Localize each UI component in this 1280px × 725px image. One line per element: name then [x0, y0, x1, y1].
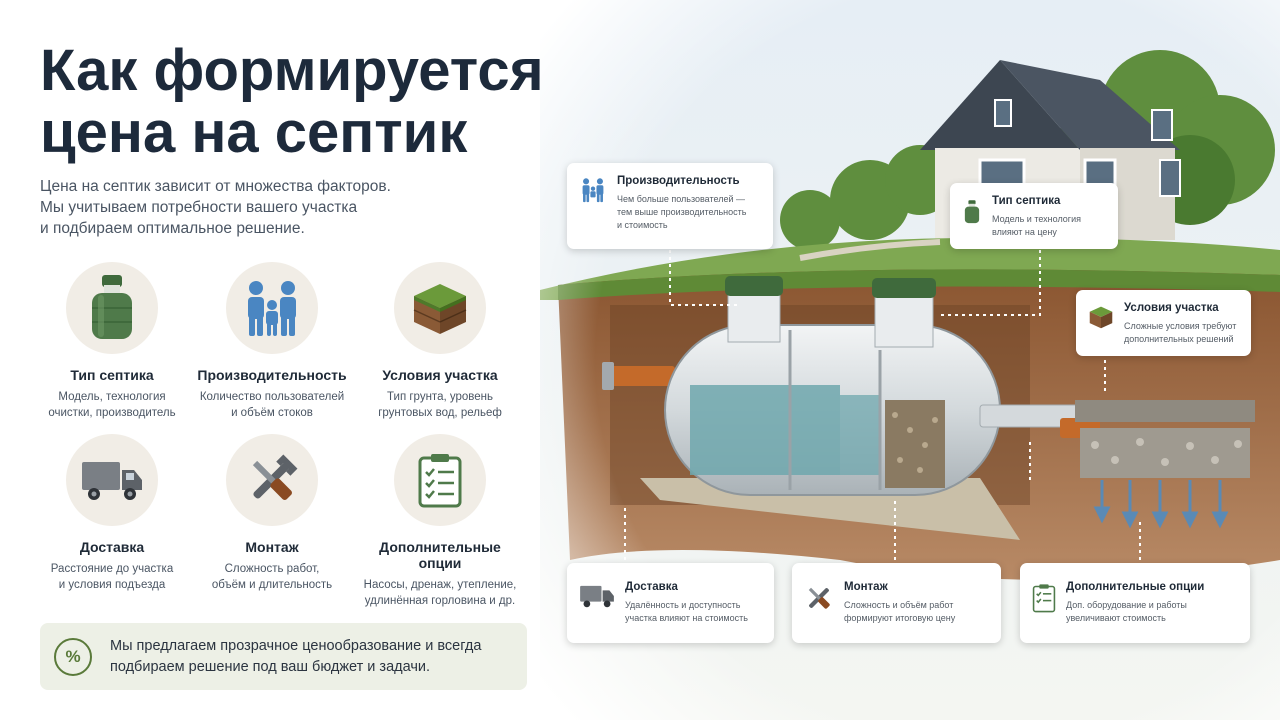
callout-title: Монтаж: [844, 581, 888, 593]
callout-desc-line: формируют итоговую цену: [844, 613, 956, 623]
checklist-icon: [1032, 583, 1056, 618]
factor-title: Монтаж: [245, 539, 299, 555]
intro-line-3: и подбираем оптимальное решение.: [40, 220, 305, 237]
soil-cube-icon: [1088, 304, 1114, 335]
page-title-line-1: Как формируется: [40, 38, 544, 103]
family-icon: [248, 281, 296, 336]
factor-desc-line: Сложность работ,: [224, 563, 320, 575]
callout-title: Дополнительные опции: [1066, 581, 1205, 593]
factor-title: Производительность: [197, 367, 347, 383]
callout-desc-line: Модель и технология: [992, 214, 1081, 224]
factor-extra-options: Дополнительные опции Насосы, дренаж, уте…: [360, 434, 520, 609]
callout-desc-line: и стоимость: [617, 220, 668, 230]
pricing-note-line-2: подбираем решение под ваш бюджет и задач…: [110, 658, 431, 675]
factor-desc-line: Тип грунта, уровень: [387, 391, 493, 403]
callout-desc-line: Сложность и объём работ: [844, 600, 954, 610]
factor-desc-line: объём и длительность: [211, 579, 333, 591]
septic-tank-icon: [92, 275, 132, 339]
factor-title: Доставка: [79, 539, 145, 555]
factor-icon-circle: [394, 262, 486, 354]
callout-description: Модель и технология влияют на цену: [992, 213, 1081, 239]
callout-description: Сложность и объём работ формируют итогов…: [844, 599, 955, 625]
callout-title: Производительность: [617, 175, 740, 187]
factor-desc-line: Насосы, дренаж, утепление,: [363, 579, 517, 591]
intro-line-2: Мы учитываем потребности вашего участка: [40, 199, 358, 216]
factor-title: Дополнительные опции: [379, 539, 501, 571]
factor-description: Тип грунта, уровень грунтовых вод, релье…: [360, 389, 520, 421]
factor-site-conditions: Условия участка Тип грунта, уровень грун…: [360, 262, 520, 421]
factor-description: Количество пользователей и объём стоков: [192, 389, 352, 421]
factor-description: Сложность работ, объём и длительность: [192, 561, 352, 593]
callout-desc-line: участка влияют на стоимость: [625, 613, 748, 623]
factor-desc-line: Модель, технология: [58, 391, 166, 403]
page-title-line-2: цена на септик: [40, 100, 468, 165]
factor-delivery: Доставка Расстояние до участка и условия…: [32, 434, 192, 593]
pricing-note-banner: % Мы предлагаем прозрачное ценообразован…: [40, 623, 527, 690]
truck-icon: [579, 583, 615, 614]
callout-desc-line: Сложные условия требуют: [1124, 321, 1237, 331]
callout-extra-options: Дополнительные опции Доп. оборудование и…: [1020, 563, 1250, 643]
factor-septic-type: Тип септика Модель, технология очистки, …: [32, 262, 192, 421]
factor-title: Тип септика: [70, 367, 154, 383]
callout-installation: Монтаж Сложность и объём работ формируют…: [792, 563, 1001, 643]
factor-desc-line: очистки, производитель: [48, 407, 176, 419]
callout-desc-line: тем выше производительность: [617, 207, 747, 217]
callout-title: Доставка: [625, 581, 678, 593]
factor-description: Насосы, дренаж, утепление, удлинённая го…: [360, 577, 520, 609]
callout-septic-type: Тип септика Модель и технология влияют н…: [950, 183, 1118, 249]
factor-icon-circle: [66, 262, 158, 354]
family-icon: [579, 177, 607, 208]
factor-desc-line: удлинённая горловина и др.: [364, 595, 516, 607]
callout-description: Сложные условия требуют дополнительных р…: [1124, 320, 1236, 346]
factor-desc-line: Расстояние до участка: [50, 563, 174, 575]
factor-installation: Монтаж Сложность работ, объём и длительн…: [192, 434, 352, 593]
factor-title: Условия участка: [382, 367, 498, 383]
factor-icon-circle: [226, 434, 318, 526]
factor-icon-circle: [66, 434, 158, 526]
callout-desc-line: Доп. оборудование и работы: [1066, 600, 1187, 610]
factor-description: Расстояние до участка и условия подъезда: [32, 561, 192, 593]
intro-text: Цена на септик зависит от множества факт…: [40, 176, 480, 239]
percent-icon: %: [54, 637, 92, 676]
pricing-note-line-1: Мы предлагаем прозрачное ценообразование…: [110, 637, 482, 654]
factor-icon-circle: [394, 434, 486, 526]
pricing-note-text: Мы предлагаем прозрачное ценообразование…: [110, 636, 481, 678]
factor-description: Модель, технология очистки, производител…: [32, 389, 192, 421]
soil-cube-icon: [413, 284, 467, 334]
wrench-screwdriver-icon: [252, 454, 298, 500]
callout-title: Условия участка: [1124, 302, 1219, 314]
septic-illustration: Производительность Чем больше пользовате…: [540, 0, 1280, 720]
callout-desc-line: Чем больше пользователей —: [617, 194, 745, 204]
callout-description: Удалённость и доступность участка влияют…: [625, 599, 748, 625]
factor-icon-circle: [226, 262, 318, 354]
callout-desc-line: дополнительных решений: [1124, 334, 1234, 344]
factor-desc-line: Количество пользователей: [199, 391, 345, 403]
factor-desc-line: грунтовых вод, рельеф: [378, 407, 502, 419]
callout-title: Тип септика: [992, 195, 1061, 207]
callout-delivery: Доставка Удалённость и доступность участ…: [567, 563, 774, 643]
septic-tank-icon: [962, 197, 982, 232]
callout-description: Доп. оборудование и работы увеличивают с…: [1066, 599, 1204, 625]
callout-desc-line: влияют на цену: [992, 227, 1057, 237]
callout-performance: Производительность Чем больше пользовате…: [567, 163, 773, 249]
truck-icon: [82, 462, 142, 500]
callout-description: Чем больше пользователей — тем выше прои…: [617, 193, 746, 232]
factor-performance: Производительность Количество пользовате…: [192, 262, 352, 421]
wrench-screwdriver-icon: [804, 583, 834, 618]
page-title: Как формируется цена на септик: [40, 40, 544, 164]
callout-site-conditions: Условия участка Сложные условия требуют …: [1076, 290, 1251, 356]
callout-desc-line: увеличивают стоимость: [1066, 613, 1166, 623]
intro-line-1: Цена на септик зависит от множества факт…: [40, 178, 391, 195]
callout-desc-line: Удалённость и доступность: [625, 600, 741, 610]
factor-desc-line: и объём стоков: [231, 407, 313, 419]
checklist-icon: [418, 454, 462, 508]
factor-desc-line: и условия подъезда: [58, 579, 166, 591]
